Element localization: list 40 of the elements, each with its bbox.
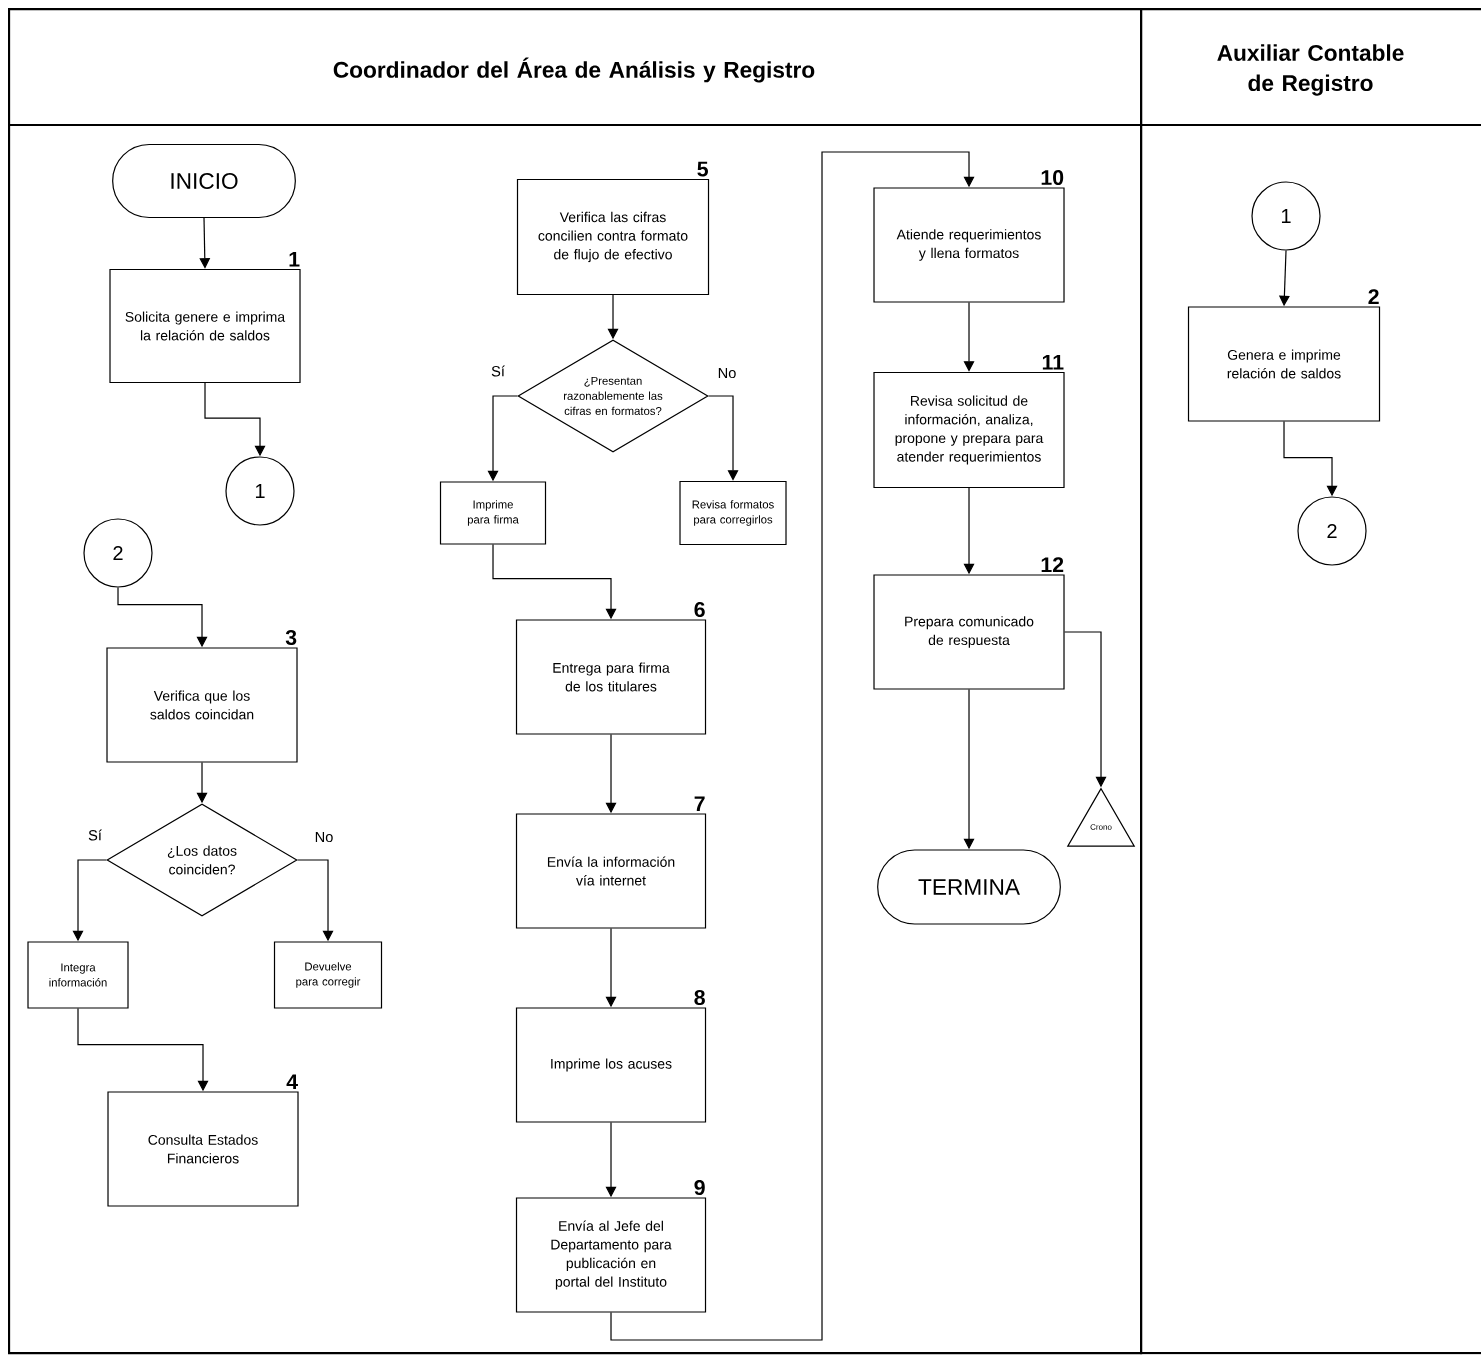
step-number: 12 — [1041, 557, 1064, 573]
edge-label: No — [716, 366, 738, 380]
edge-label: No — [313, 830, 335, 844]
step-number: 4 — [286, 1074, 298, 1090]
process-box: Solicita genere e imprima la relación de saldos — [109, 268, 301, 384]
process-box: Genera e imprime relación de saldos — [1187, 306, 1381, 422]
process-box: Envía la información vía internet — [515, 813, 707, 929]
terminal-box: TERMINA — [877, 849, 1061, 925]
lane-heading: Auxiliar Contable de Registro — [1217, 44, 1404, 96]
arrow — [708, 395, 739, 481]
step-number: 7 — [694, 796, 705, 812]
process-box: Imprime los acuses — [515, 1007, 707, 1123]
step-number: 10 — [1041, 169, 1064, 186]
process-box: Envía al Jefe del Departamento para publicación en portal del Instituto — [515, 1197, 707, 1313]
process-box: Entrega para firma de los titulares — [515, 619, 707, 735]
arrow — [963, 302, 975, 372]
step-number: 9 — [694, 1179, 705, 1196]
process-box: Verifica las cifras concilien contra formato de flujo de efectivo — [516, 178, 710, 296]
process-box: Consulta Estados Financieros — [107, 1091, 299, 1207]
process-box: Revisa solicitud de información, analiza, propone y prepara para atender requerimientos — [873, 371, 1065, 489]
step-number: 11 — [1042, 354, 1064, 370]
step-number: 1 — [289, 251, 300, 267]
arrow — [610, 151, 975, 1341]
process-box: Atiende requerimientos y llena formatos — [873, 187, 1065, 303]
edge-label: Sí — [489, 364, 507, 378]
step-number: 5 — [697, 161, 708, 177]
process-box: Revisa formatos para corregirlos — [679, 480, 787, 546]
process-box: Verifica que los saldos coincidan — [106, 647, 298, 763]
step-number: 8 — [694, 989, 705, 1006]
process-box: Prepara comunicado de respuesta — [873, 574, 1065, 690]
process-box: Integra información — [27, 941, 129, 1009]
lane-heading: Coordinador del Área de Análisis y Registro — [333, 57, 815, 83]
step-number: 2 — [1368, 289, 1379, 305]
arrow — [199, 217, 211, 269]
step-number: 6 — [694, 601, 705, 618]
process-box: Imprime para firma — [439, 481, 547, 545]
process-box: Devuelve para corregir — [273, 941, 383, 1009]
edge-label: Sí — [86, 828, 104, 842]
step-number: 3 — [285, 629, 297, 646]
terminal-box: INICIO — [112, 143, 296, 219]
